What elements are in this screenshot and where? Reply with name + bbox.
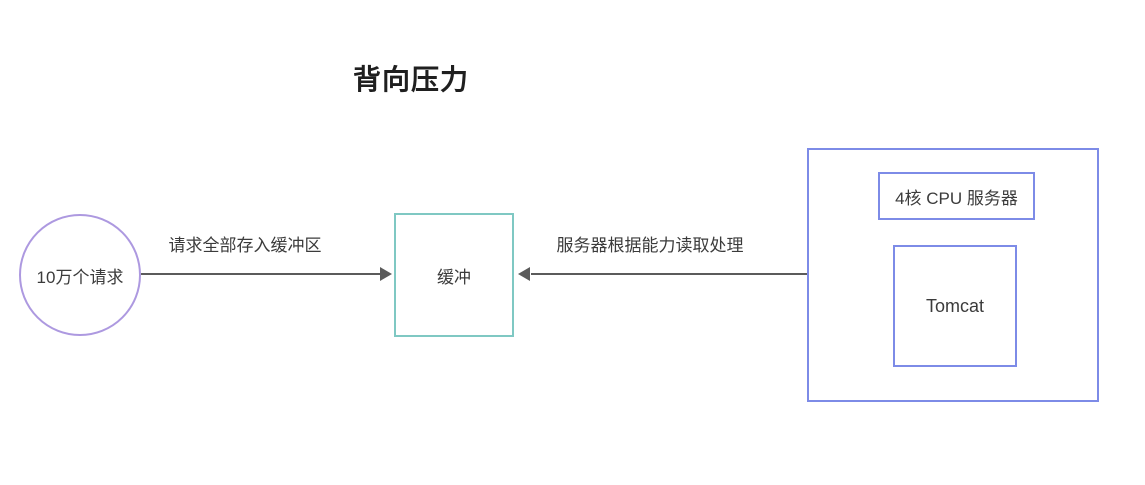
- arrow-head-right-icon: [380, 267, 392, 281]
- edge-label-store-in-buffer: 请求全部存入缓冲区: [168, 236, 322, 255]
- arrow-line-to-buffer: [141, 273, 381, 275]
- arrow-line-from-server: [531, 273, 807, 275]
- node-requests-circle: 10万个请求: [19, 214, 141, 336]
- buffer-label: 缓冲: [437, 267, 471, 287]
- edge-label-server-reads: 服务器根据能力读取处理: [556, 236, 744, 255]
- arrow-head-left-icon: [518, 267, 530, 281]
- requests-circle-label: 10万个请求: [36, 267, 124, 287]
- node-buffer-box: 缓冲: [394, 213, 514, 337]
- node-server-box: 4核 CPU 服务器 Tomcat: [807, 148, 1099, 402]
- diagram-title: 背向压力: [353, 64, 470, 95]
- tomcat-label: Tomcat: [925, 295, 985, 316]
- node-cpu-title-box: 4核 CPU 服务器: [878, 172, 1035, 220]
- node-tomcat-box: Tomcat: [893, 245, 1017, 367]
- cpu-title-label: 4核 CPU 服务器: [895, 188, 1018, 208]
